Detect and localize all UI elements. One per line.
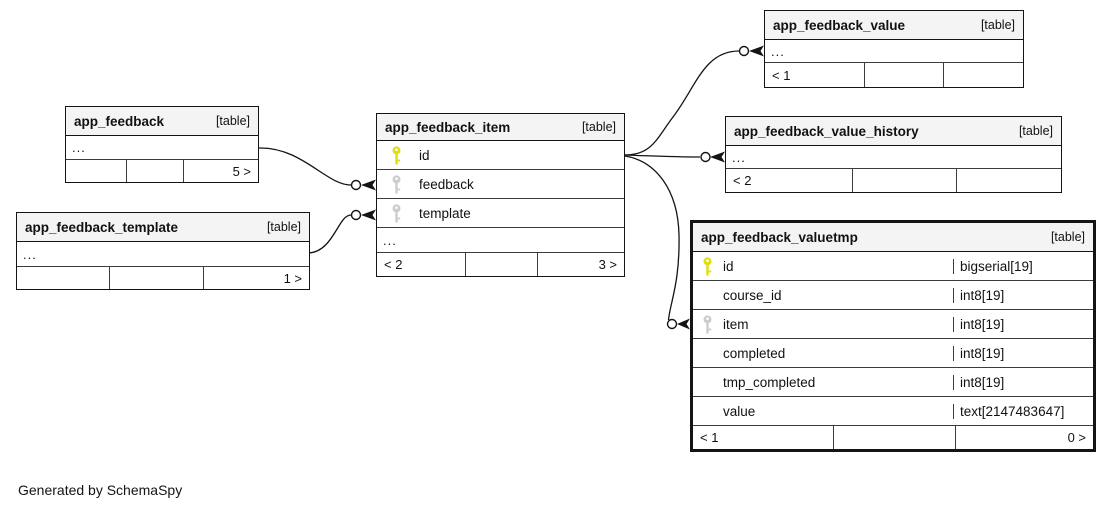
column-row-course-id: course_id int8[19] [693,281,1093,310]
footer-cell-children-count: 0 > [955,426,1093,449]
column-type: bigserial[19] [953,258,1093,274]
table-header: app_feedback_valuetmp [table] [693,223,1093,252]
collapsed-columns-row: ... [17,242,309,267]
footer-cell [852,169,956,192]
footer-cell [943,63,1023,87]
connector-valuetmp [624,155,690,330]
table-name: app_feedback_valuetmp [701,229,858,245]
table-footer: < 2 [726,169,1061,192]
connector-value [624,45,764,156]
table-header: app_feedback [table] [66,107,258,136]
table-type-tag: [table] [266,220,301,234]
connector-template [308,209,376,254]
table-name: app_feedback_item [385,119,511,135]
collapsed-columns-row: ... [377,228,624,253]
ellipsis-label: ... [771,43,785,59]
collapsed-columns-row: ... [765,40,1023,63]
footer-cell [833,426,955,449]
foreign-key-icon [391,203,402,223]
column-name: item [723,316,749,332]
table-name: app_feedback_value [773,17,906,33]
ellipsis-label: ... [383,232,397,248]
table-node-app-feedback[interactable]: app_feedback [table] ... 5 > [65,106,259,183]
footer-cell [109,267,203,289]
table-header: app_feedback_value [table] [765,11,1023,40]
column-row-template: template [377,199,624,228]
column-name: id [723,258,734,274]
table-name: app_feedback [74,113,165,129]
column-type: int8[19] [953,374,1093,390]
table-type-tag: [table] [1018,124,1053,138]
column-type: int8[19] [953,287,1093,303]
table-name: app_feedback_template [25,219,179,235]
table-type-tag: [table] [581,120,616,134]
ellipsis-label: ... [23,246,37,262]
column-row-item: item int8[19] [693,310,1093,339]
column-name: template [419,205,471,221]
foreign-key-icon [391,174,402,194]
footer-cell-children-count: 3 > [537,253,624,276]
table-type-tag: [table] [215,114,250,128]
footer-cell [17,267,109,289]
table-header: app_feedback_item [table] [377,114,624,141]
column-name: course_id [723,287,782,303]
column-row-completed: completed int8[19] [693,339,1093,368]
footer-cell [956,169,1061,192]
table-header: app_feedback_value_history [table] [726,117,1061,146]
primary-key-icon [391,145,402,165]
foreign-key-icon [702,314,713,334]
footer-cell [126,160,183,182]
table-node-app-feedback-valuetmp[interactable]: app_feedback_valuetmp [table] id bigseri… [690,220,1096,452]
table-name: app_feedback_value_history [734,123,919,139]
table-node-app-feedback-item[interactable]: app_feedback_item [table] id [376,113,625,277]
column-name: completed [723,345,786,361]
table-type-tag: [table] [980,18,1015,32]
column-name: id [419,147,430,163]
ellipsis-label: ... [72,140,86,155]
footer-cell-parents-count: < 2 [384,257,403,272]
table-footer: < 1 0 > [693,426,1093,449]
table-footer: 5 > [66,160,258,182]
column-row-feedback: feedback [377,170,624,199]
collapsed-columns-row: ... [726,146,1061,169]
table-node-app-feedback-value[interactable]: app_feedback_value [table] ... < 1 [764,10,1024,88]
collapsed-columns-row: ... [66,136,258,160]
column-row-value: value text[2147483647] [693,397,1093,426]
generator-credit: Generated by SchemaSpy [18,482,183,498]
table-footer: < 2 3 > [377,253,624,276]
footer-cell [465,253,537,276]
footer-cell-children-count: 5 > [183,160,258,182]
ellipsis-label: ... [732,149,746,165]
table-node-app-feedback-value-history[interactable]: app_feedback_value_history [table] ... <… [725,116,1062,193]
column-name: tmp_completed [723,374,816,390]
connector-feedback [258,147,376,191]
footer-cell-children-count: 1 > [203,267,309,289]
column-type: int8[19] [953,345,1093,361]
footer-cell-parents-count: < 1 [700,430,719,445]
column-row-id: id bigserial[19] [693,252,1093,281]
column-row-tmp-completed: tmp_completed int8[19] [693,368,1093,397]
column-type: text[2147483647] [953,403,1093,419]
footer-cell-parents-count: < 2 [733,173,752,188]
primary-key-icon [702,256,713,276]
table-type-tag: [table] [1050,230,1085,244]
table-footer: < 1 [765,63,1023,87]
column-name: value [723,403,756,419]
connector-value-history [624,151,725,163]
column-name: feedback [419,176,474,192]
table-footer: 1 > [17,267,309,289]
table-node-app-feedback-template[interactable]: app_feedback_template [table] ... 1 > [16,212,310,290]
column-type: int8[19] [953,316,1093,332]
column-row-id: id [377,141,624,170]
table-header: app_feedback_template [table] [17,213,309,242]
footer-cell [864,63,943,87]
footer-cell-parents-count: < 1 [772,67,791,83]
footer-cell [66,160,126,182]
